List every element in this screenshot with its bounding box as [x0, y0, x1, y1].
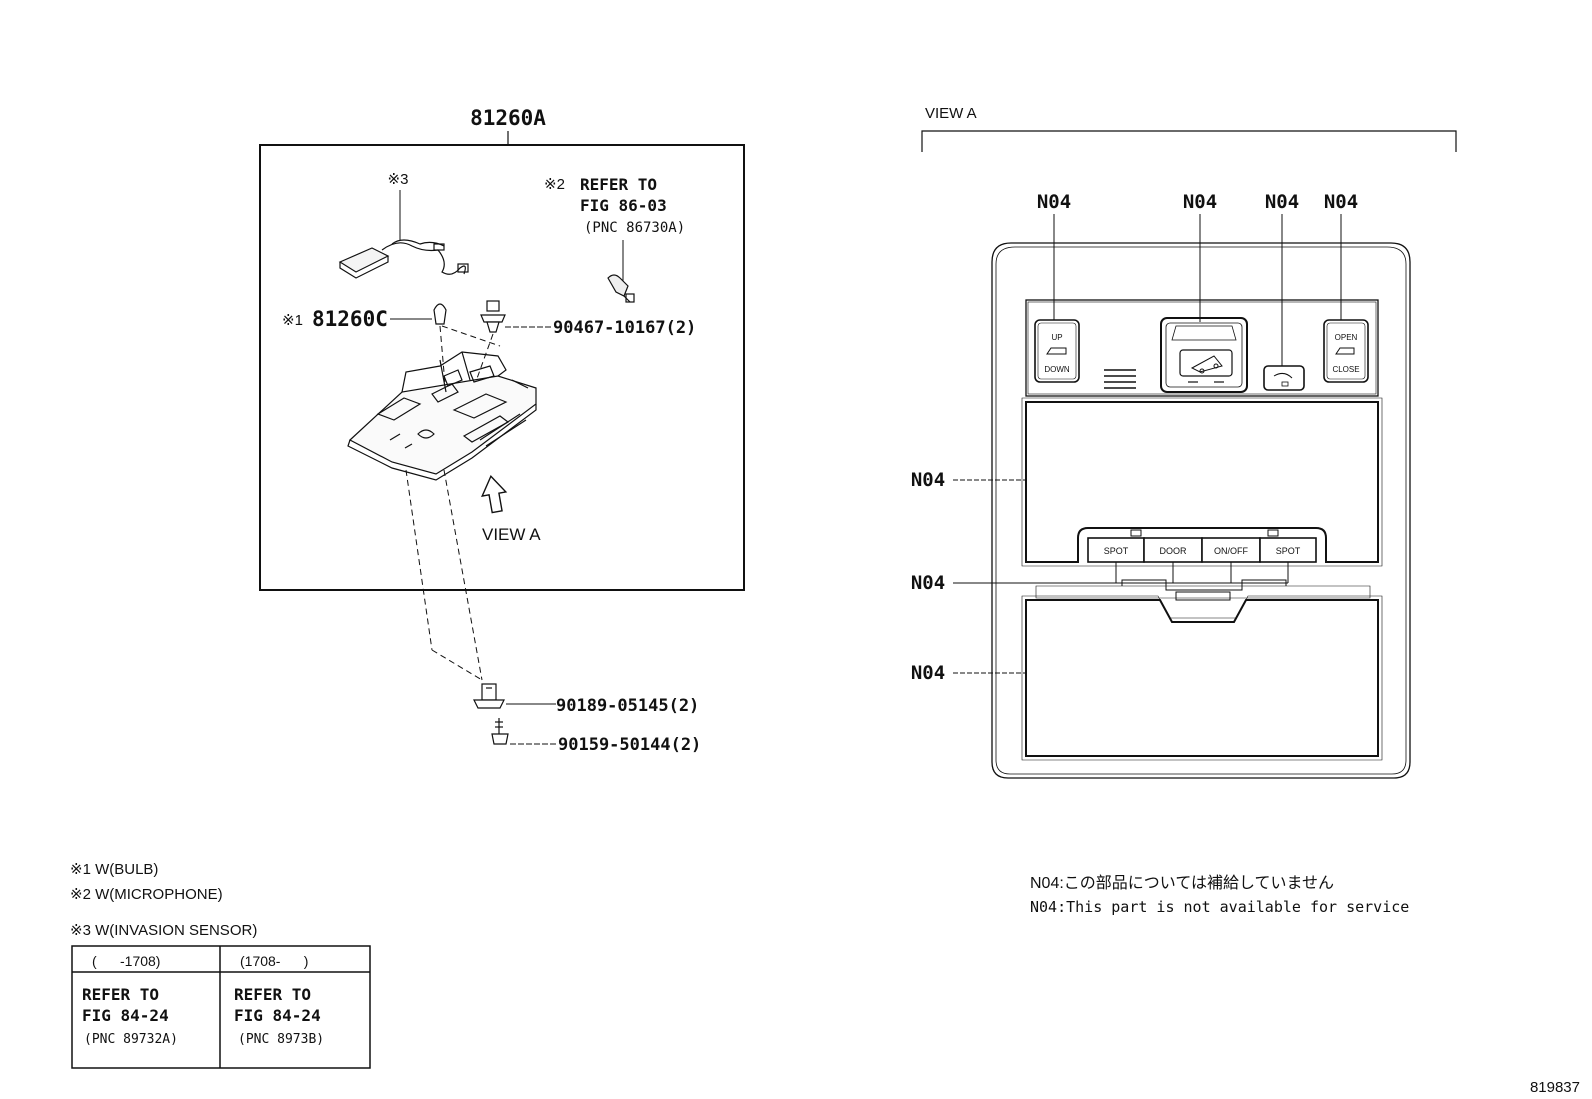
spot-button-left[interactable]: SPOT [1087, 537, 1145, 563]
up-down-switch[interactable]: UP DOWN [1034, 319, 1080, 383]
figure-id: 819837 [1530, 1079, 1580, 1096]
map-lamp-housing-illustration[interactable] [347, 351, 537, 481]
door-button[interactable]: DOOR [1143, 537, 1203, 563]
note1-mark: ※1 [282, 312, 303, 329]
lower-lens-bezel [1021, 595, 1383, 761]
note1-text: ※1 W(BULB) [70, 861, 158, 878]
invasion-sensor-illustration[interactable] [338, 239, 469, 279]
table-col1-line3: (PNC 89732A) [84, 1032, 178, 1047]
table-col2-line1: REFER TO [234, 985, 311, 1004]
refer-line1: REFER TO [580, 175, 657, 194]
bolt-part-number[interactable]: 90189-05145(2) [556, 696, 699, 716]
assembly-frame [259, 144, 745, 591]
bulb-illustration[interactable] [433, 303, 447, 325]
spot-button-right[interactable]: SPOT [1259, 537, 1317, 563]
on-off-button[interactable]: ON/OFF [1201, 537, 1261, 563]
small-switch[interactable] [1263, 365, 1305, 391]
clip-part-number[interactable]: 90467-10167(2) [553, 318, 696, 338]
n04-label-rear-entertainment[interactable]: N04 [1183, 191, 1217, 213]
bolt-illustration[interactable] [473, 683, 505, 709]
lamp-button-leaders [1115, 562, 1289, 584]
refer-line3: (PNC 86730A) [584, 220, 685, 236]
lower-bezel [1035, 579, 1371, 601]
lower-lens-panel[interactable] [1025, 599, 1379, 757]
microphone-illustration[interactable] [607, 274, 635, 303]
table-col1-line2: FIG 84-24 [82, 1006, 169, 1025]
n04-legend-jp: N04:この部品については補給していません [1030, 874, 1334, 892]
speaker-grille [1104, 369, 1136, 389]
n04-top-leaders [1053, 214, 1342, 366]
view-a-callout[interactable]: VIEW A [482, 525, 541, 544]
invasion-sensor-table [71, 945, 371, 1069]
spot-left-label: SPOT [1104, 546, 1129, 556]
n04-label-open-close[interactable]: N04 [1324, 191, 1358, 213]
note3-mark: ※3 [388, 171, 409, 188]
clip-illustration[interactable] [480, 300, 506, 333]
open-close-switch[interactable]: OPEN CLOSE [1323, 319, 1369, 383]
overhead-console-outline [991, 242, 1411, 779]
note3-text: ※3 W(INVASION SENSOR) [70, 922, 257, 939]
assembly-guide-lines [405, 325, 501, 681]
rear-entertainment-switch[interactable] [1160, 317, 1248, 393]
table-col1-header: ( -1708) [92, 953, 160, 969]
note2-text: ※2 W(MICROPHONE) [70, 886, 223, 903]
view-a-title: VIEW A [925, 105, 977, 122]
upper-lens-bezel [1021, 397, 1383, 567]
door-label: DOOR [1160, 546, 1188, 556]
view-a-arrow[interactable] [479, 474, 509, 514]
down-label: DOWN [1044, 365, 1070, 374]
spot-right-label: SPOT [1276, 546, 1301, 556]
assembly-section: 81260A ※3 ※2 REFER TO FIG 86-03 (PNC 867… [259, 106, 745, 755]
bulb-part-number[interactable]: 81260C [312, 307, 388, 331]
on-off-label: ON/OFF [1214, 546, 1248, 556]
note2-mark: ※2 [544, 176, 565, 193]
n04-label-lamp-buttons[interactable]: N04 [911, 572, 945, 594]
open-label: OPEN [1335, 333, 1358, 342]
table-col2-line3: (PNC 8973B) [238, 1032, 324, 1047]
n04-label-small-switch[interactable]: N04 [1265, 191, 1299, 213]
up-label: UP [1051, 333, 1062, 342]
table-col1-line1: REFER TO [82, 985, 159, 1004]
screw-illustration[interactable] [491, 718, 509, 745]
upper-lens-panel[interactable] [1025, 401, 1379, 563]
refer-line2: FIG 86-03 [580, 196, 667, 215]
n04-legend-en: N04:This part is not available for servi… [1030, 898, 1409, 916]
lamp-button-row [1130, 529, 1279, 537]
n04-label-lower-lens[interactable]: N04 [911, 662, 945, 684]
close-label: CLOSE [1332, 365, 1359, 374]
n04-label-upper-lens[interactable]: N04 [911, 469, 945, 491]
table-col2-line2: FIG 84-24 [234, 1006, 321, 1025]
screw-part-number[interactable]: 90159-50144(2) [558, 735, 701, 755]
assembly-part-number[interactable]: 81260A [470, 106, 546, 130]
view-a-section: VIEW A N04 N04 N04 N04 UP DOWN [911, 105, 1457, 916]
n04-label-up-down[interactable]: N04 [1037, 191, 1071, 213]
view-a-bracket [921, 130, 1457, 152]
table-col2-header: (1708- ) [240, 953, 308, 969]
notes-section: ※1 W(BULB) ※2 W(MICROPHONE) ※3 W(INVASIO… [70, 861, 371, 1069]
